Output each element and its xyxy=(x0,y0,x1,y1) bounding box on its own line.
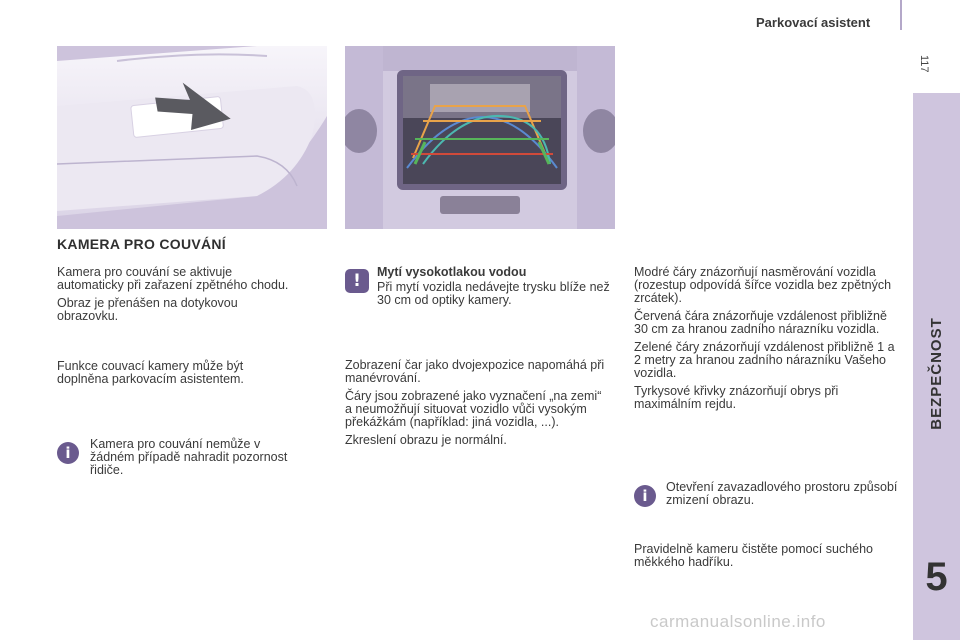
camera-screen-illustration xyxy=(345,46,615,229)
intro-paragraph-1: Kamera pro couvání se aktivuje automatic… xyxy=(57,265,289,292)
header-divider xyxy=(900,0,902,30)
guide-paragraph-2: Čáry jsou zobrazené jako vyznačení „na z… xyxy=(345,389,602,429)
cleaning-paragraph: Pravidelně kameru čistěte pomocí suchého… xyxy=(634,543,899,574)
turquoise-curves-text: Tyrkysové křivky znázorňují obrys při ma… xyxy=(634,384,839,411)
line-colors-paragraphs: Modré čáry znázorňují nasměrování vozidl… xyxy=(634,266,899,416)
watermark: carmanualsonline.info xyxy=(650,612,826,631)
info-note-1: Kamera pro couvání nemůže v žádném přípa… xyxy=(90,438,300,482)
blue-lines-text: Modré čáry znázorňují nasměrování vozidl… xyxy=(634,265,892,305)
guide-lines-paragraphs: Zobrazení čar jako dvojexpozice napomáhá… xyxy=(345,359,605,452)
info-note-2-text: Otevření zavazadlového prostoru způsobí … xyxy=(666,480,898,507)
page-number: 117 xyxy=(918,55,930,73)
intro-paragraphs: Kamera pro couvání se aktivuje automatic… xyxy=(57,266,297,328)
info-note-2: Otevření zavazadlového prostoru způsobí … xyxy=(666,481,901,512)
guide-paragraph-3: Zkreslení obrazu je normální. xyxy=(345,433,507,447)
rear-camera-location-image xyxy=(57,46,327,229)
warning-text: Při mytí vozidla nedávejte trysku blíže … xyxy=(377,280,610,307)
camera-display-image xyxy=(345,46,615,229)
chapter-label: BEZPEČNOST xyxy=(913,243,960,503)
warning-icon: ! xyxy=(345,269,369,293)
chapter-side-tab: BEZPEČNOST 5 xyxy=(913,93,960,640)
cleaning-text: Pravidelně kameru čistěte pomocí suchého… xyxy=(634,542,874,569)
info-note-1-text: Kamera pro couvání nemůže v žádném přípa… xyxy=(90,437,288,477)
chapter-number: 5 xyxy=(925,555,948,599)
assist-paragraph: Funkce couvací kamery může být doplněna … xyxy=(57,360,297,391)
green-lines-text: Zelené čáry znázorňují vzdálenost přibli… xyxy=(634,340,895,380)
section-title: KAMERA PRO COUVÁNÍ xyxy=(57,236,226,252)
guide-paragraph-1: Zobrazení čar jako dvojexpozice napomáhá… xyxy=(345,358,605,385)
info-icon: i xyxy=(634,485,656,507)
assist-text: Funkce couvací kamery může být doplněna … xyxy=(57,359,244,386)
warning-title: Mytí vysokotlakou vodou xyxy=(377,265,527,279)
info-icon: i xyxy=(57,442,79,464)
rear-bumper-illustration xyxy=(57,46,327,229)
warning-note: Mytí vysokotlakou vodou Při mytí vozidla… xyxy=(377,266,617,312)
chapter-label-text: BEZPEČNOST xyxy=(928,316,946,430)
page-header-title: Parkovací asistent xyxy=(756,15,871,30)
red-line-text: Červená čára znázorňuje vzdálenost přibl… xyxy=(634,309,887,336)
intro-paragraph-2: Obraz je přenášen na dotykovou obrazovku… xyxy=(57,296,238,323)
